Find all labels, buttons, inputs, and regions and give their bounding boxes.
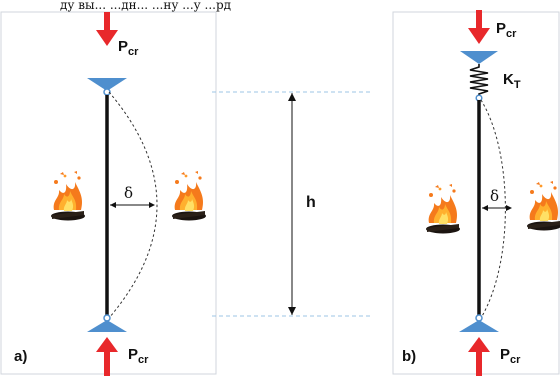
load-arrow-bottom xyxy=(96,337,118,376)
panel-label-a: a) xyxy=(14,348,27,365)
pin-support-top xyxy=(87,78,127,91)
height-symbol: h xyxy=(306,194,316,211)
panel-a: Pcr δ Pcr a) xyxy=(14,12,206,376)
pin-support-top xyxy=(460,51,498,64)
panel-b: Pcr KT δ Pcr b) xyxy=(402,10,560,376)
load-arrow-bottom xyxy=(468,337,490,376)
fire-icon xyxy=(172,171,206,221)
load-label-bottom: Pcr xyxy=(500,346,521,366)
buckled-shape xyxy=(108,91,158,319)
load-label-top: Pcr xyxy=(496,20,517,40)
panel-label-b: b) xyxy=(402,348,416,365)
load-arrow-top xyxy=(96,12,118,46)
load-arrow-top xyxy=(468,10,490,44)
height-dimension: h xyxy=(212,91,372,317)
deflection-symbol: δ xyxy=(490,187,499,205)
spring-stiffness-label: KT xyxy=(503,71,521,91)
deflection-symbol: δ xyxy=(124,184,133,202)
load-label-bottom: Pcr xyxy=(128,346,149,366)
spring-icon xyxy=(469,64,489,96)
pin-joint-top xyxy=(475,94,483,102)
load-label-top: Pcr xyxy=(118,38,139,58)
fire-icon xyxy=(527,181,560,231)
fire-icon xyxy=(426,184,460,234)
top-caption-fragment: ду вы... ...дн... ...ну ...у ...рд xyxy=(60,0,231,12)
pin-support-bottom xyxy=(459,320,499,332)
pin-support-bottom xyxy=(87,320,127,332)
fire-icon xyxy=(51,171,85,221)
